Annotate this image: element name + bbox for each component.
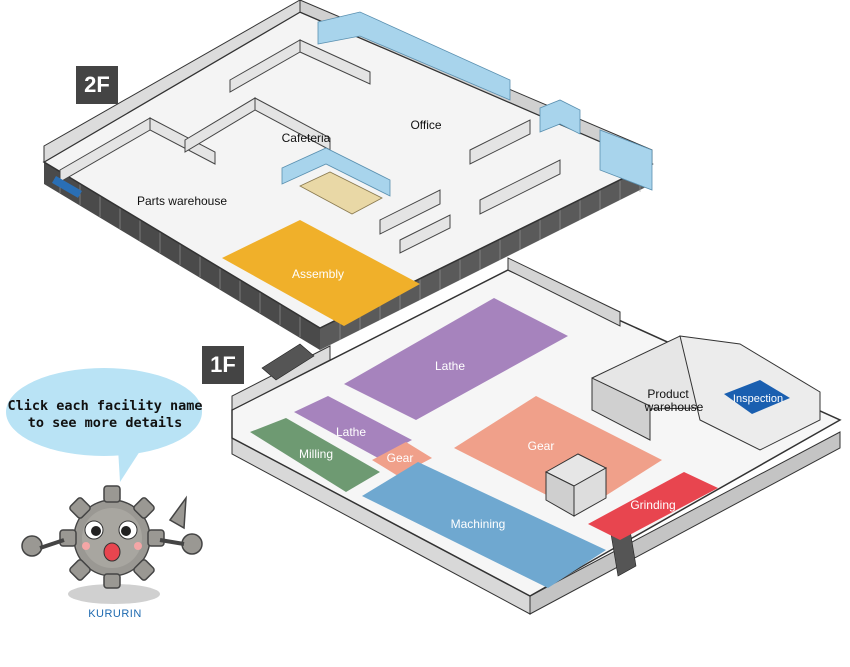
- glass-wall-east: [599, 129, 653, 191]
- floor-badge-2f: 2F: [76, 66, 118, 104]
- facility-lathe-small[interactable]: [294, 396, 412, 458]
- facility-assembly-label[interactable]: Assembly: [292, 267, 344, 281]
- facility-inspection-label[interactable]: Inspection: [733, 393, 783, 405]
- floor-1f-slab-right: [529, 431, 841, 615]
- speech-bubble: [6, 368, 202, 456]
- facility-milling-label[interactable]: Milling: [299, 447, 333, 461]
- mascot-shadow: [68, 584, 160, 604]
- floor-1f-right-wall: [507, 257, 621, 327]
- facility-grinding[interactable]: [588, 472, 718, 540]
- cafeteria-stairs: [299, 171, 383, 215]
- facility-gear-small[interactable]: [372, 442, 432, 476]
- stair-west: [261, 343, 315, 381]
- floor-2f-back-wall-left: [43, 0, 301, 163]
- facility-machining-label[interactable]: Machining: [451, 517, 506, 531]
- facility-gear-large-label[interactable]: Gear: [528, 439, 555, 453]
- mascot-name: KURURIN: [88, 608, 142, 620]
- wall-rooms-east: [469, 119, 531, 165]
- speech-bubble-line-2: to see more details: [27, 415, 183, 431]
- facility-lathe-large-label[interactable]: Lathe: [435, 359, 465, 373]
- room-cafeteria-label: Cafeteria: [282, 131, 331, 145]
- facility-gear-small-label[interactable]: Gear: [387, 451, 414, 465]
- glass-wall-stair: [539, 99, 581, 135]
- facility-gear-large[interactable]: [454, 396, 662, 512]
- room-product-warehouse-label-2: warehouse: [644, 400, 704, 414]
- facility-milling[interactable]: [250, 418, 380, 492]
- facility-machining[interactable]: [362, 462, 606, 588]
- gear-room-structure-wall-2: [573, 467, 607, 517]
- facility-grinding-label[interactable]: Grinding: [630, 498, 675, 512]
- floor-2f-slab-right: [320, 164, 652, 350]
- facility-lathe-small-label[interactable]: Lathe: [336, 425, 366, 439]
- facility-inspection[interactable]: [724, 380, 790, 414]
- facility-lathe-large[interactable]: [344, 298, 568, 420]
- floor-1f-back-wall: [231, 345, 331, 411]
- wall-rooms-south-2: [399, 214, 451, 254]
- building-sign: [52, 175, 82, 198]
- room-office-label: Office: [410, 118, 441, 132]
- speech-bubble-line-1: Click each facility name: [7, 398, 203, 414]
- floor-badge-1f: 1F: [202, 346, 244, 384]
- room-product-warehouse-label-1: Product: [647, 387, 689, 401]
- speech-bubble-tail: [118, 448, 142, 482]
- room-parts-warehouse-label: Parts warehouse: [137, 194, 227, 208]
- mascot-kururin: [21, 485, 203, 589]
- floor-2f-slab-left: [44, 162, 320, 350]
- cafeteria-glass: [281, 147, 391, 197]
- facility-assembly[interactable]: [222, 220, 420, 326]
- product-warehouse-wall: [591, 377, 651, 441]
- glass-wall-office: [317, 11, 511, 101]
- wall-rooms-south: [379, 189, 441, 235]
- wall-office-rooms-2: [299, 39, 371, 85]
- speech-bubble-text: Click each facility name to see more det…: [0, 398, 210, 432]
- wall-rooms-east-2: [479, 159, 561, 215]
